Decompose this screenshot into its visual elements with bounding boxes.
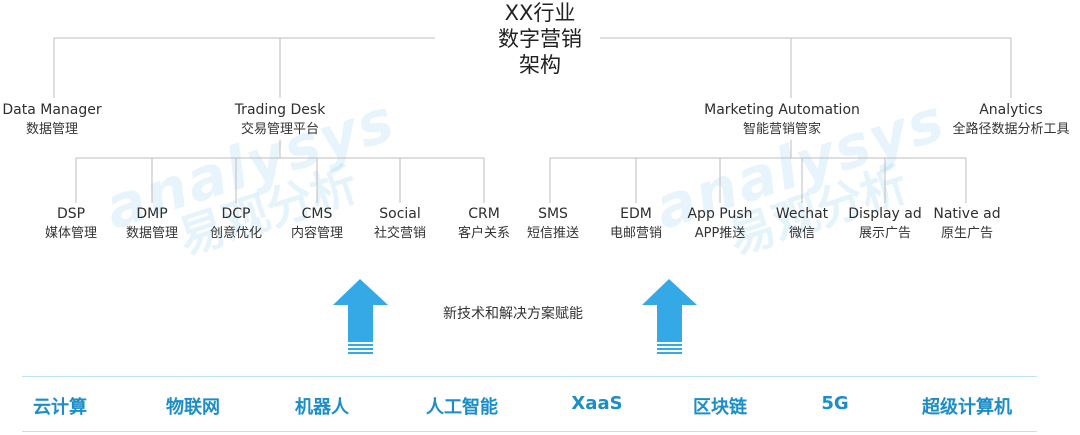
tool-label-en: DSP [56, 206, 86, 222]
tool-label-en: CRM [468, 206, 500, 222]
tool-label-en: Wechat [775, 206, 829, 222]
enabler-label: 新技术和解决方案赋能 [443, 306, 583, 322]
tool-social: Social 社交营销 [374, 204, 426, 244]
tool-crm: CRM 客户关系 [458, 204, 510, 244]
tool-label-en: DMP [136, 206, 168, 222]
tech-blockchain: 区块链 [693, 397, 747, 418]
tool-label-zh: APP推送 [694, 226, 746, 241]
category-label-en: Trading Desk [234, 102, 326, 118]
tool-label-zh: 数据管理 [125, 226, 179, 241]
tech-iot: 物联网 [166, 397, 220, 418]
tool-label-en: EDM [620, 206, 652, 222]
tool-label-zh: 展示广告 [858, 226, 911, 241]
tool-label-zh: 电邮营销 [609, 226, 663, 241]
title-line-1: XX行业 [504, 1, 576, 25]
category-label-zh: 交易管理平台 [240, 122, 319, 137]
category-analytics: Analytics 全路径数据分析工具 [952, 100, 1069, 140]
tool-native-ad: Native ad 原生广告 [933, 204, 1000, 244]
title-line-3: 架构 [519, 53, 561, 77]
tool-label-zh: 客户关系 [457, 226, 511, 241]
tool-dcp: DCP 创意优化 [210, 204, 262, 244]
category-data-manager: Data Manager 数据管理 [2, 100, 101, 140]
tool-label-zh: 短信推送 [526, 226, 580, 241]
tool-label-en: Social [379, 206, 421, 222]
tech-cloud-computing: 云计算 [33, 397, 87, 418]
category-label-en: Analytics [979, 102, 1043, 118]
title-line-2: 数字营销 [498, 27, 582, 51]
tool-label-en: DCP [221, 206, 251, 222]
tool-label-zh: 微信 [788, 226, 815, 241]
category-label-zh: 全路径数据分析工具 [952, 122, 1070, 137]
up-arrow-icon [333, 279, 388, 354]
tool-label-en: App Push [687, 206, 753, 222]
tool-label-zh: 社交营销 [373, 226, 427, 241]
category-label-zh: 智能营销管家 [742, 122, 822, 137]
tech-robot: 机器人 [295, 397, 349, 418]
tool-label-en: Display ad [848, 206, 922, 222]
tool-dsp: DSP 媒体管理 [45, 204, 97, 244]
up-arrow-icon [642, 279, 697, 354]
category-label-en: Marketing Automation [704, 102, 860, 118]
tool-label-en: CMS [301, 206, 333, 222]
tool-wechat: Wechat 微信 [776, 204, 828, 244]
tool-display-ad: Display ad 展示广告 [848, 204, 922, 244]
tool-label-zh: 创意优化 [209, 226, 263, 241]
tech-5g: 5G [821, 393, 849, 414]
tech-xaas: XaaS [571, 393, 623, 414]
tech-supercomputer: 超级计算机 [922, 397, 1012, 418]
tool-dmp: DMP 数据管理 [126, 204, 178, 244]
tool-label-zh: 媒体管理 [44, 226, 98, 241]
tool-edm: EDM 电邮营销 [610, 204, 662, 244]
category-label-zh: 数据管理 [25, 122, 78, 137]
tool-app-push: App Push APP推送 [687, 204, 752, 244]
diagram-title: XX行业 数字营销 架构 [440, 0, 640, 78]
tech-ai: 人工智能 [426, 397, 498, 418]
category-label-en: Data Manager [2, 102, 102, 118]
tool-label-zh: 内容管理 [290, 226, 344, 241]
category-trading-desk: Trading Desk 交易管理平台 [235, 100, 326, 140]
technology-bar [22, 376, 1037, 432]
tool-label-zh: 原生广告 [940, 226, 993, 241]
tool-label-en: SMS [538, 206, 568, 222]
category-marketing-automation: Marketing Automation 智能营销管家 [704, 100, 860, 140]
tool-sms: SMS 短信推送 [527, 204, 579, 244]
tool-label-en: Native ad [933, 206, 1001, 222]
tool-cms: CMS 内容管理 [291, 204, 343, 244]
